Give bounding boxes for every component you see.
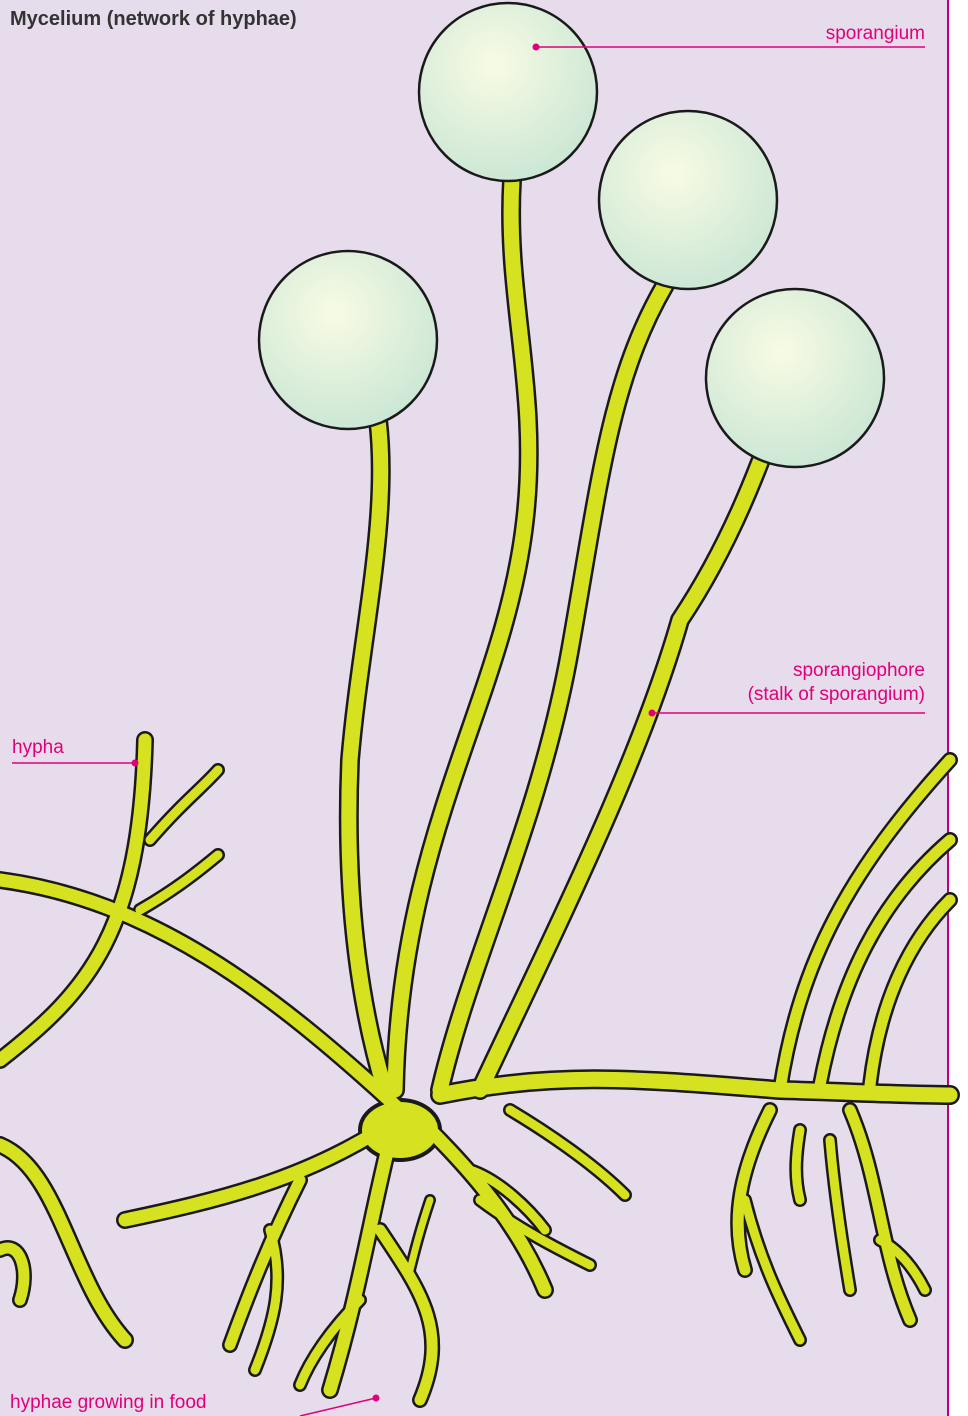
label-sporangiophore: sporangiophore	[793, 660, 925, 681]
label-sporangiophore-desc: (stalk of sporangium)	[748, 684, 925, 705]
mycelium-hub	[362, 1102, 438, 1158]
leader-dot-sporangiophore	[649, 710, 656, 717]
sporangium-4	[706, 289, 884, 467]
right-root-2-fill	[796, 1130, 800, 1200]
diagram-title: Mycelium (network of hyphae)	[10, 8, 297, 30]
sporangium-2	[419, 3, 597, 181]
leader-dot-hypha	[132, 760, 139, 767]
label-hypha: hypha	[12, 737, 64, 758]
label-hyphae-in-food: hyphae growing in food	[10, 1392, 206, 1413]
leader-dot-sporangium	[533, 44, 540, 51]
label-sporangium: sporangium	[826, 23, 925, 44]
leader-dot-hyphae-in-food	[373, 1395, 380, 1402]
sporangium-1	[259, 251, 437, 429]
sporangium-3	[599, 111, 777, 289]
